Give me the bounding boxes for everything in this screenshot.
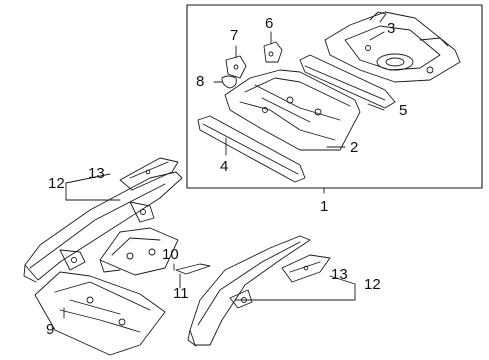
leader-lines-outer (63, 173, 356, 319)
rear-crossmember-part (299, 54, 396, 109)
callout-6: 6 (265, 15, 274, 32)
callout-4: 4 (220, 158, 229, 175)
callout-10: 10 (162, 246, 179, 263)
assembly-inset-box (186, 4, 483, 189)
callout-9: 9 (46, 321, 55, 338)
left-side-member-part (23, 171, 183, 283)
leader-lines-inset (213, 31, 385, 194)
callout-11: 11 (173, 285, 189, 302)
callout-2: 2 (350, 139, 359, 156)
right-reinforcement-part (281, 254, 331, 283)
callout-8: 8 (196, 73, 205, 90)
right-side-member-part (187, 235, 311, 347)
callout-12-right: 12 (364, 276, 381, 293)
callout-7: 7 (230, 27, 239, 44)
left-reinforcement-part (119, 157, 179, 191)
floor-panel-part (224, 69, 361, 151)
center-bracket-part (99, 227, 179, 276)
callout-12-left: 12 (48, 175, 65, 192)
bar-part-11 (175, 263, 211, 275)
callout-13-left: 13 (88, 165, 105, 182)
bracket-part-6 (263, 41, 283, 63)
plug-part-8 (221, 75, 237, 89)
side-rail-part (197, 115, 306, 183)
callout-3: 3 (387, 20, 396, 37)
rear-floor-pan-part (324, 11, 461, 83)
bracket-part-7 (225, 55, 247, 79)
callout-13-right: 13 (331, 266, 348, 283)
callout-5: 5 (399, 102, 408, 119)
callout-1: 1 (320, 198, 329, 215)
floor-front-panel-part (34, 271, 166, 356)
